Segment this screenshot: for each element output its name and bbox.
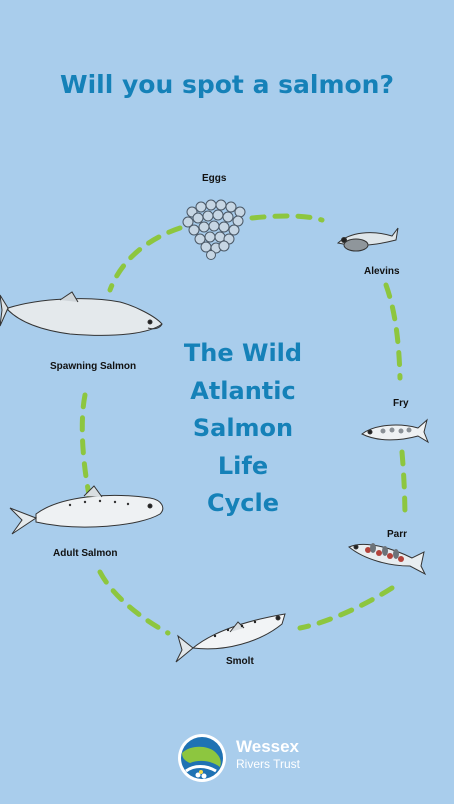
wessex-rivers-trust-logo: [178, 734, 226, 782]
stage-label-alevins: Alevins: [364, 266, 400, 277]
logo-subtitle: Rivers Trust: [236, 757, 301, 771]
center-line: Life: [217, 451, 269, 480]
stage-label-fry: Fry: [393, 398, 409, 409]
center-line: Atlantic: [190, 376, 296, 405]
eggs-illustration: [182, 199, 246, 260]
smolt-illustration: [175, 613, 286, 663]
stage-label-adult-salmon: Adult Salmon: [53, 548, 118, 559]
alevin-illustration: [336, 227, 399, 252]
logo-name: Wessex: [236, 737, 300, 756]
center-line: The Wild: [183, 339, 303, 367]
spawning-salmon-illustration: [0, 291, 163, 336]
adult-salmon-illustration: [9, 485, 164, 535]
stage-label-spawning-salmon: Spawning Salmon: [50, 361, 137, 372]
fry-illustration: [361, 418, 430, 444]
stage-label-smolt: Smolt: [226, 656, 254, 667]
stage-label-eggs: Eggs: [202, 173, 227, 184]
logo-text: Wessex Rivers Trust: [236, 738, 300, 772]
center-line: Salmon: [192, 414, 294, 442]
stage-label-parr: Parr: [387, 529, 408, 540]
center-title: The Wild Atlantic Salmon Life Cycle: [165, 335, 321, 523]
center-line: Cycle: [207, 489, 279, 517]
parr-illustration: [348, 543, 427, 576]
poster-title: Will you spot a salmon?: [60, 70, 394, 99]
cycle-dashed-path: [79, 213, 408, 636]
